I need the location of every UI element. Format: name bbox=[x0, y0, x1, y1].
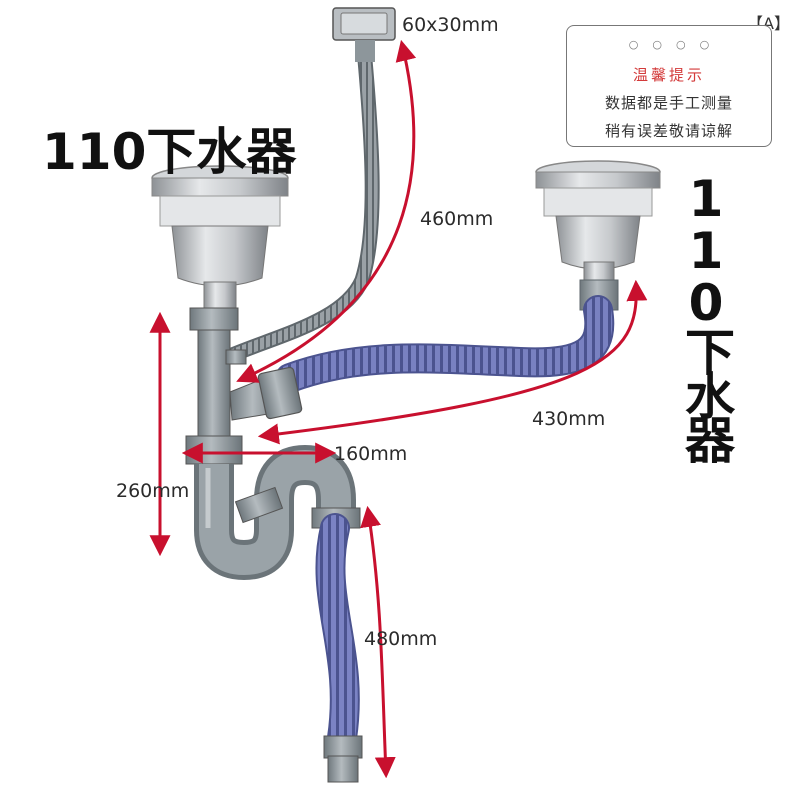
arrow-side-hose bbox=[257, 279, 648, 445]
notice-line-2: 稍有误差敬请谅解 bbox=[604, 122, 733, 140]
overflow-outlet bbox=[332, 7, 396, 62]
label-outlet-size: 60x30mm bbox=[402, 14, 499, 36]
right-product-title: 110下水器 bbox=[677, 170, 735, 458]
right-basket-strainer bbox=[535, 160, 661, 311]
left-product-title: 110下水器 bbox=[42, 123, 297, 181]
notice-line-1: 数据都是手工测量 bbox=[604, 94, 733, 112]
label-drain-hose: 480mm bbox=[364, 628, 438, 650]
label-overflow-hose: 460mm bbox=[420, 208, 494, 230]
drain-hose bbox=[315, 513, 363, 783]
notice-title: 温馨提示 bbox=[632, 66, 705, 84]
label-side-hose: 430mm bbox=[532, 408, 606, 430]
s-trap bbox=[194, 444, 361, 581]
label-trap-height: 260mm bbox=[116, 480, 190, 502]
dimension-arrows bbox=[149, 39, 648, 779]
notice-dots-decoration: ○○○○ bbox=[628, 38, 724, 51]
left-basket-strainer bbox=[151, 165, 289, 311]
label-trap-width: 160mm bbox=[334, 443, 408, 465]
notice-box: ○○○○ 温馨提示 数据都是手工测量 稍有误差敬请谅解 bbox=[566, 25, 772, 147]
arrow-drain-hose bbox=[360, 505, 396, 779]
